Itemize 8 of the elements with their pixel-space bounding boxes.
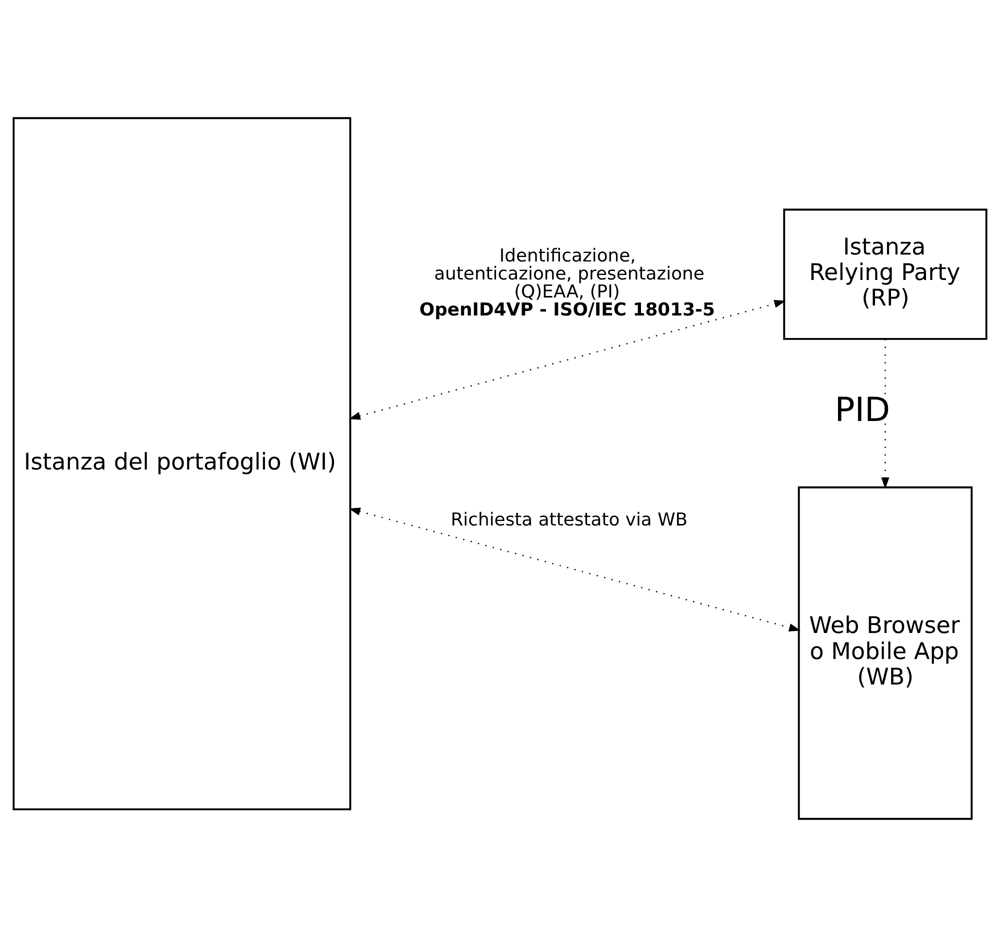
arrow	[348, 299, 786, 420]
node-box: Istanza del portafoglio (WI)	[12, 116, 352, 810]
edge-label: Richiesta attestato via WB	[450, 508, 688, 530]
arrow	[348, 507, 801, 631]
node-box: Istanza Relying Party (RP)	[783, 208, 988, 340]
node-box: Web Browser o Mobile App (WB)	[798, 486, 973, 820]
edge-label: PID	[834, 390, 890, 429]
edge-label: Identificazione, autenticazione, presentazione (Q)EAA, (PI) OpenID4VP - ISO/IEC 18013-5	[419, 245, 715, 320]
